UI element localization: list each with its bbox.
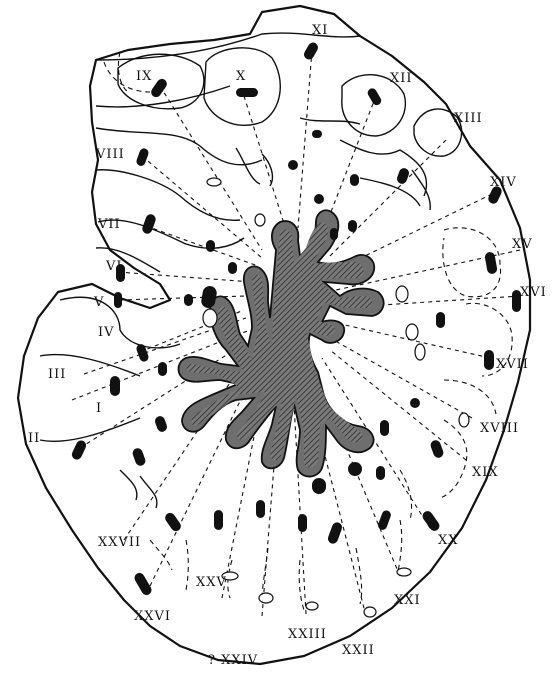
label-III: III [48, 367, 66, 382]
label-II: II [28, 431, 40, 446]
label-XVIII: XVIII [480, 421, 519, 436]
label-IX: IX [136, 69, 152, 84]
label-XXVI: XXVI [134, 609, 171, 624]
label-XXIII: XXIII [288, 627, 327, 642]
label-XV: XV [512, 237, 533, 252]
label-VI: VI [105, 259, 123, 274]
label-XXI: XXI [394, 593, 421, 608]
label-XX: XX [438, 533, 459, 548]
label-XXVII: XXVII [98, 535, 141, 550]
label-XI: XI [312, 23, 328, 38]
label-XIX: XIX [472, 465, 499, 480]
label-XVII: XVII [496, 357, 529, 372]
label-XIII: XIII [454, 111, 483, 126]
label-XXII: XXII [342, 643, 375, 658]
label-V: V [93, 295, 104, 310]
label-X: X [236, 69, 246, 84]
label-XVI: XVI [520, 285, 547, 300]
label-IV: IV [98, 325, 115, 340]
label-I: I [96, 401, 102, 416]
label-XII: XII [390, 71, 413, 86]
label-XIV: XIV [490, 175, 517, 190]
label-VIII: VIII [95, 147, 125, 162]
label-XXV: XXV [196, 575, 227, 590]
label-XXIV: ? XXIV [208, 653, 258, 668]
label-VII: VII [97, 217, 121, 232]
